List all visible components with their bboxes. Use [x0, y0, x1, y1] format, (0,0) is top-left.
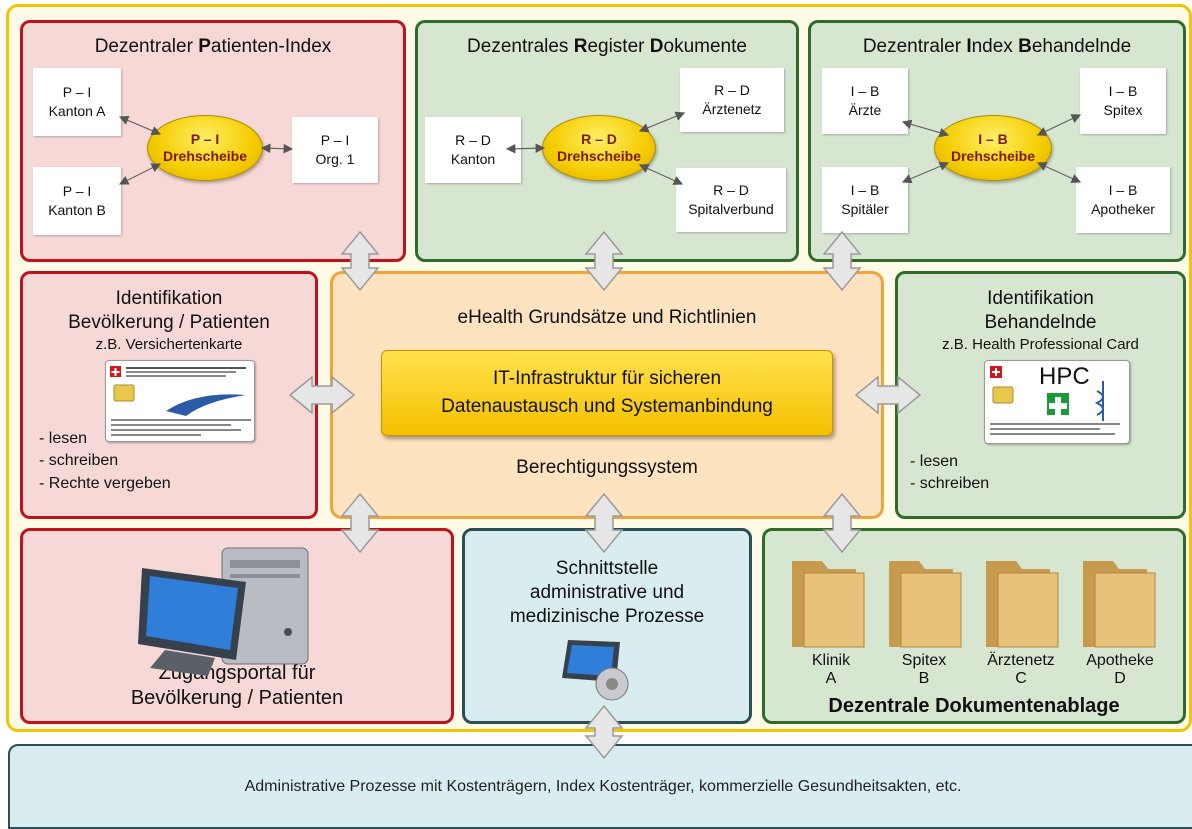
list-item: - lesen [39, 430, 88, 447]
patient-identification-list: - lesen - schreiben - Rechte vergeben [39, 428, 171, 495]
double-arrow [288, 375, 356, 415]
patient-identification-subtitle: z.B. Versichertenkarte [95, 335, 243, 353]
provider-identification-subtitle: z.B. Health Professional Card [942, 335, 1139, 353]
authorization-system-label: Berechtigungssystem [516, 457, 698, 478]
double-arrow [584, 492, 624, 554]
double-arrow [340, 230, 380, 292]
connector [505, 143, 546, 154]
list-item: - lesen [910, 453, 959, 470]
insurance-card-image [105, 360, 255, 442]
document-register-title: Dezentrales Register Dokumente [467, 36, 747, 57]
double-arrow [584, 704, 624, 760]
connector [260, 143, 294, 154]
double-arrow [854, 375, 922, 415]
hpc-card-image: HPC [984, 360, 1130, 444]
folder-icon [887, 553, 967, 649]
connector [638, 111, 686, 133]
principles-title: eHealth Grundsätze und Richtlinien [457, 307, 757, 328]
list-item: - schreiben [910, 475, 990, 493]
provider-identification-list: - lesen - schreiben [910, 451, 989, 496]
connector [901, 119, 950, 138]
connector [638, 164, 684, 185]
double-arrow [822, 492, 862, 554]
folder-icon [1081, 553, 1161, 649]
connector [118, 163, 162, 185]
patient-index-title: Dezentraler Patienten-Index [94, 36, 332, 57]
connector [118, 115, 162, 136]
connector [1036, 162, 1082, 183]
list-item: - schreiben [39, 452, 119, 470]
double-arrow [822, 230, 862, 292]
connector [901, 161, 950, 184]
double-arrow [340, 492, 380, 554]
connector [1036, 114, 1082, 136]
hpc-card-label: HPC [1039, 363, 1090, 390]
folder-icon [790, 553, 870, 649]
document-archive-title: Dezentrale Dokumentenablage [828, 695, 1120, 717]
provider-index-title: Dezentraler Index Behandelnde [862, 36, 1132, 57]
double-arrow [584, 230, 624, 292]
folder-icon [984, 553, 1064, 649]
list-item: - Rechte vergeben [39, 474, 171, 492]
